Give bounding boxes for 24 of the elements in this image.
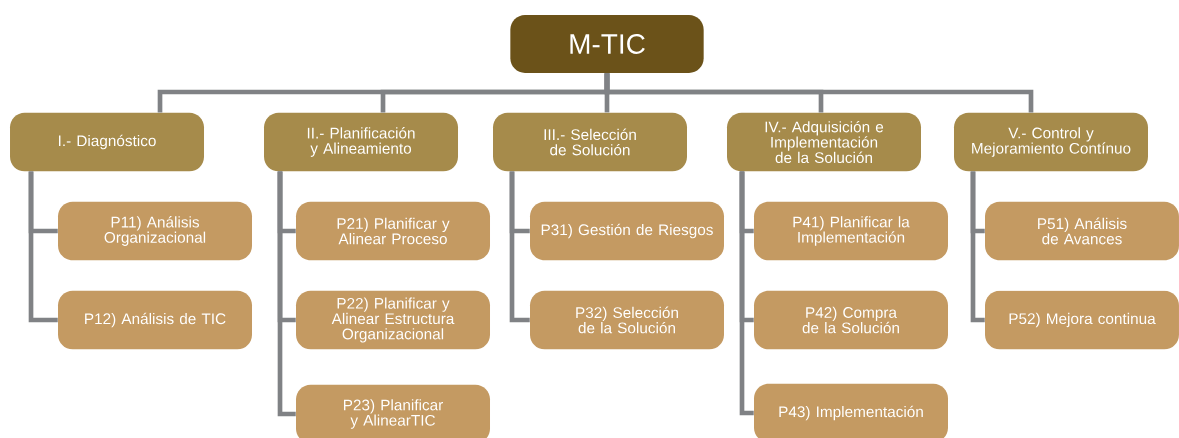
process-box: P23) Planificar y AlinearTIC [296, 384, 490, 438]
connector-line [739, 171, 754, 416]
process-box: P21) Planificar y Alinear Proceso [296, 201, 490, 261]
phase-box: III.- Selección de Solución [493, 112, 687, 172]
process-box: P22) Planificar y Alinear Estructura Organizacional [296, 290, 490, 350]
phase-box: IV.- Adquisición e Implementación de la Solución [727, 112, 921, 172]
process-box: P32) Selección de la Solución [530, 290, 724, 350]
process-box: P31) Gestión de Riesgos [530, 201, 724, 261]
connector-line [28, 171, 58, 323]
phase-box: I.- Diagnóstico [10, 112, 204, 172]
connector-line [970, 171, 985, 323]
process-box: P42) Compra de la Solución [754, 290, 948, 350]
phase-box: V.- Control y Mejoramiento Contínuo [954, 112, 1148, 172]
process-box: P11) Análisis Organizacional [58, 201, 252, 261]
connector-line [509, 171, 530, 323]
phase-box: II.- Planificación y Alineamiento [264, 112, 458, 172]
process-box: P43) Implementación [754, 383, 948, 438]
process-box: P52) Mejora continua [985, 290, 1179, 350]
process-box: P41) Planificar la Implementación [754, 201, 948, 261]
process-box: P12) Análisis de TIC [58, 290, 252, 350]
connector-line [604, 73, 1034, 113]
process-box: P51) Análisis de Avances [985, 201, 1179, 261]
title-box: M-TIC [510, 15, 704, 73]
connector-line [277, 171, 296, 417]
